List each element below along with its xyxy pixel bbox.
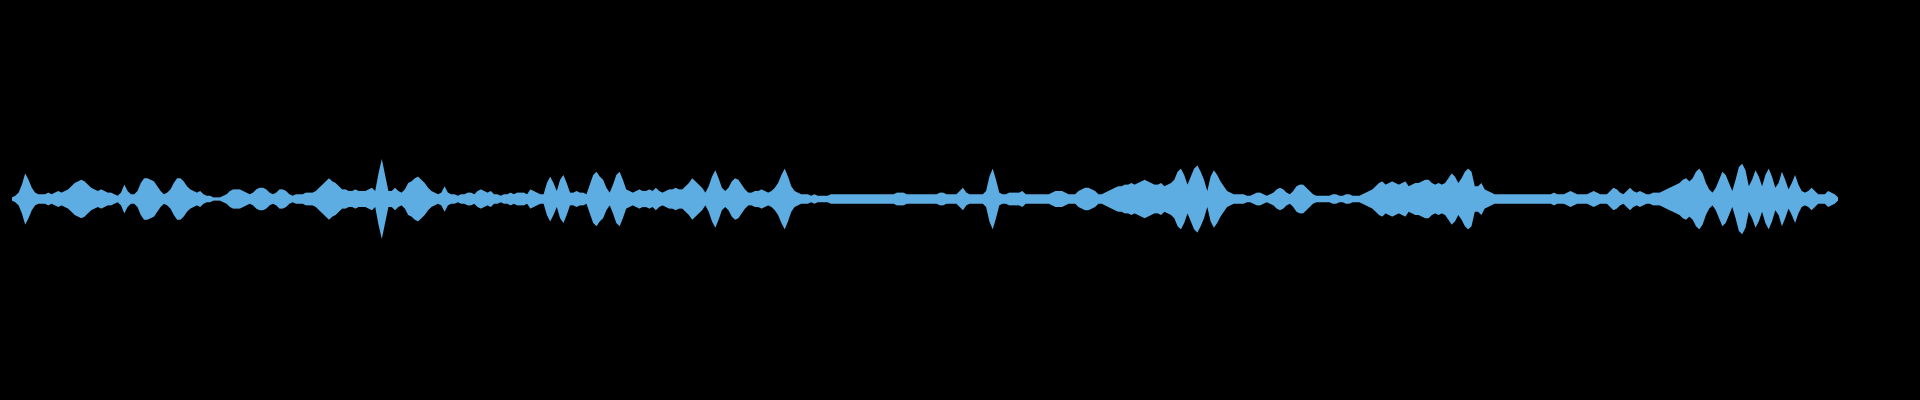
audio-waveform bbox=[12, 159, 1838, 239]
